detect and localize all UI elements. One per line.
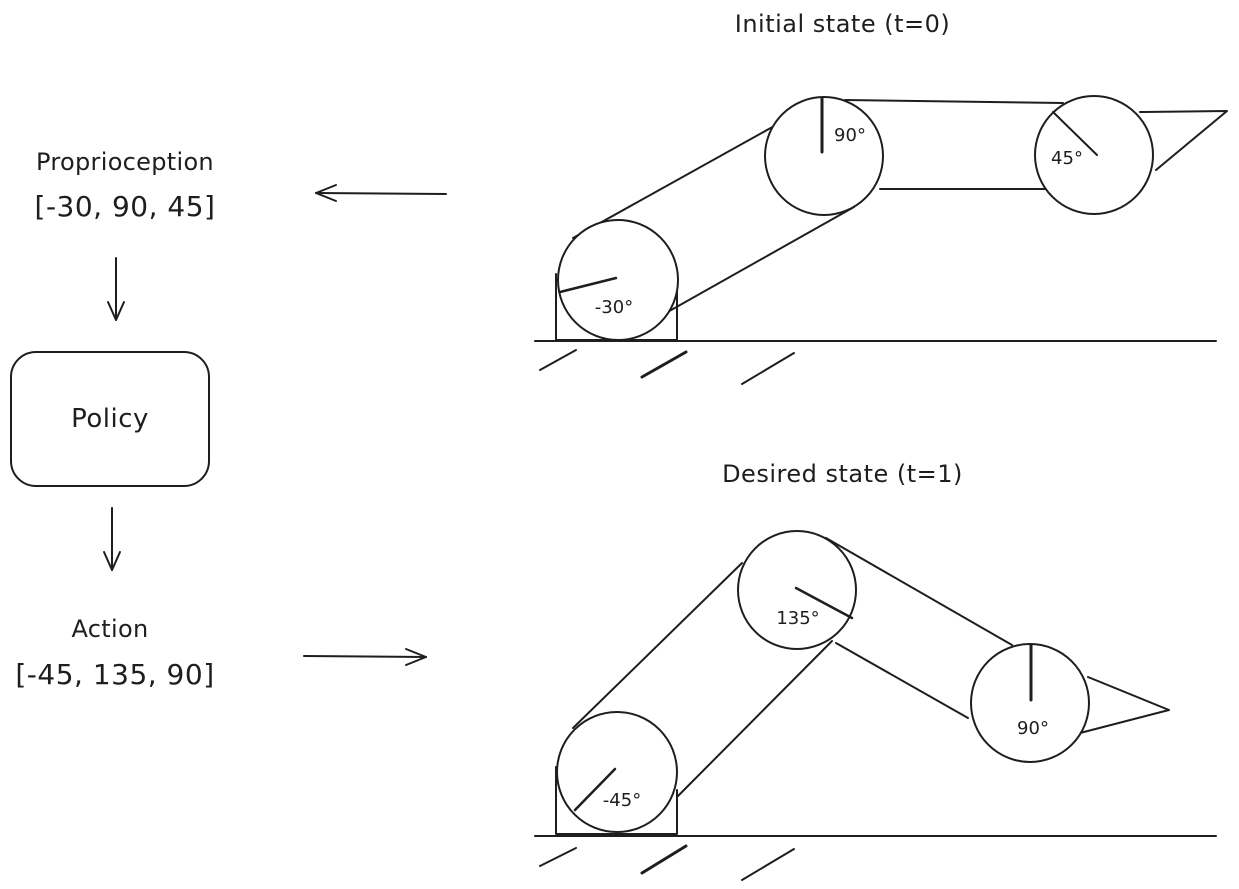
link-1-upper xyxy=(572,124,777,239)
initial-links xyxy=(572,99,1064,319)
link-1-lower xyxy=(677,640,833,797)
link-2-upper xyxy=(825,537,1013,646)
initial-joint-2: 90° xyxy=(764,96,884,216)
joint-indicator xyxy=(573,767,617,812)
hatch-mark xyxy=(539,847,577,867)
action-value: [-45, 135, 90] xyxy=(15,658,215,691)
arrow-policy-to-action xyxy=(103,507,121,571)
link-2-upper xyxy=(844,99,1064,104)
initial-joint-3-angle: 45° xyxy=(1051,148,1083,169)
hatch-mark xyxy=(741,352,795,385)
policy-label: Policy xyxy=(71,404,149,434)
joint-indicator xyxy=(558,276,618,294)
policy-box: Policy xyxy=(10,351,210,487)
desired-joint-3: 90° xyxy=(970,643,1090,763)
desired-joint-2-angle: 135° xyxy=(776,608,819,629)
desired-gripper xyxy=(1079,676,1170,734)
initial-joint-3: 45° xyxy=(1034,95,1154,215)
initial-gripper xyxy=(1139,110,1228,171)
hatch-mark xyxy=(640,350,688,379)
hatch-mark xyxy=(539,349,577,371)
joint-indicator xyxy=(794,586,854,620)
arrow-proprioception-in xyxy=(315,184,447,202)
initial-joint-1-angle: -30° xyxy=(595,297,633,318)
joint-indicator xyxy=(1052,111,1098,156)
desired-joint-1: -45° xyxy=(556,711,678,833)
desired-base-bracket xyxy=(555,766,678,835)
desired-state-title: Desired state (t=1) xyxy=(722,460,963,488)
desired-joint-3-angle: 90° xyxy=(1017,718,1049,739)
desired-joint-2: 135° xyxy=(737,530,857,650)
link-2-lower xyxy=(835,642,969,719)
arrow-proprioception-to-policy xyxy=(107,257,125,321)
initial-joint-2-angle: 90° xyxy=(834,125,866,146)
hatch-mark xyxy=(741,848,795,881)
arrow-action-out xyxy=(303,648,427,666)
action-label: Action xyxy=(71,615,149,643)
desired-joint-1-angle: -45° xyxy=(603,790,641,811)
initial-ground xyxy=(534,340,1217,385)
initial-joint-1: -30° xyxy=(557,219,679,341)
link-1-upper xyxy=(572,562,743,729)
proprioception-label: Proprioception xyxy=(36,148,214,176)
desired-links xyxy=(572,537,1013,797)
link-1-lower xyxy=(656,206,855,319)
proprioception-value: [-30, 90, 45] xyxy=(34,190,216,223)
hatch-mark xyxy=(640,844,688,875)
initial-state-title: Initial state (t=0) xyxy=(734,10,951,38)
desired-ground xyxy=(534,835,1217,881)
